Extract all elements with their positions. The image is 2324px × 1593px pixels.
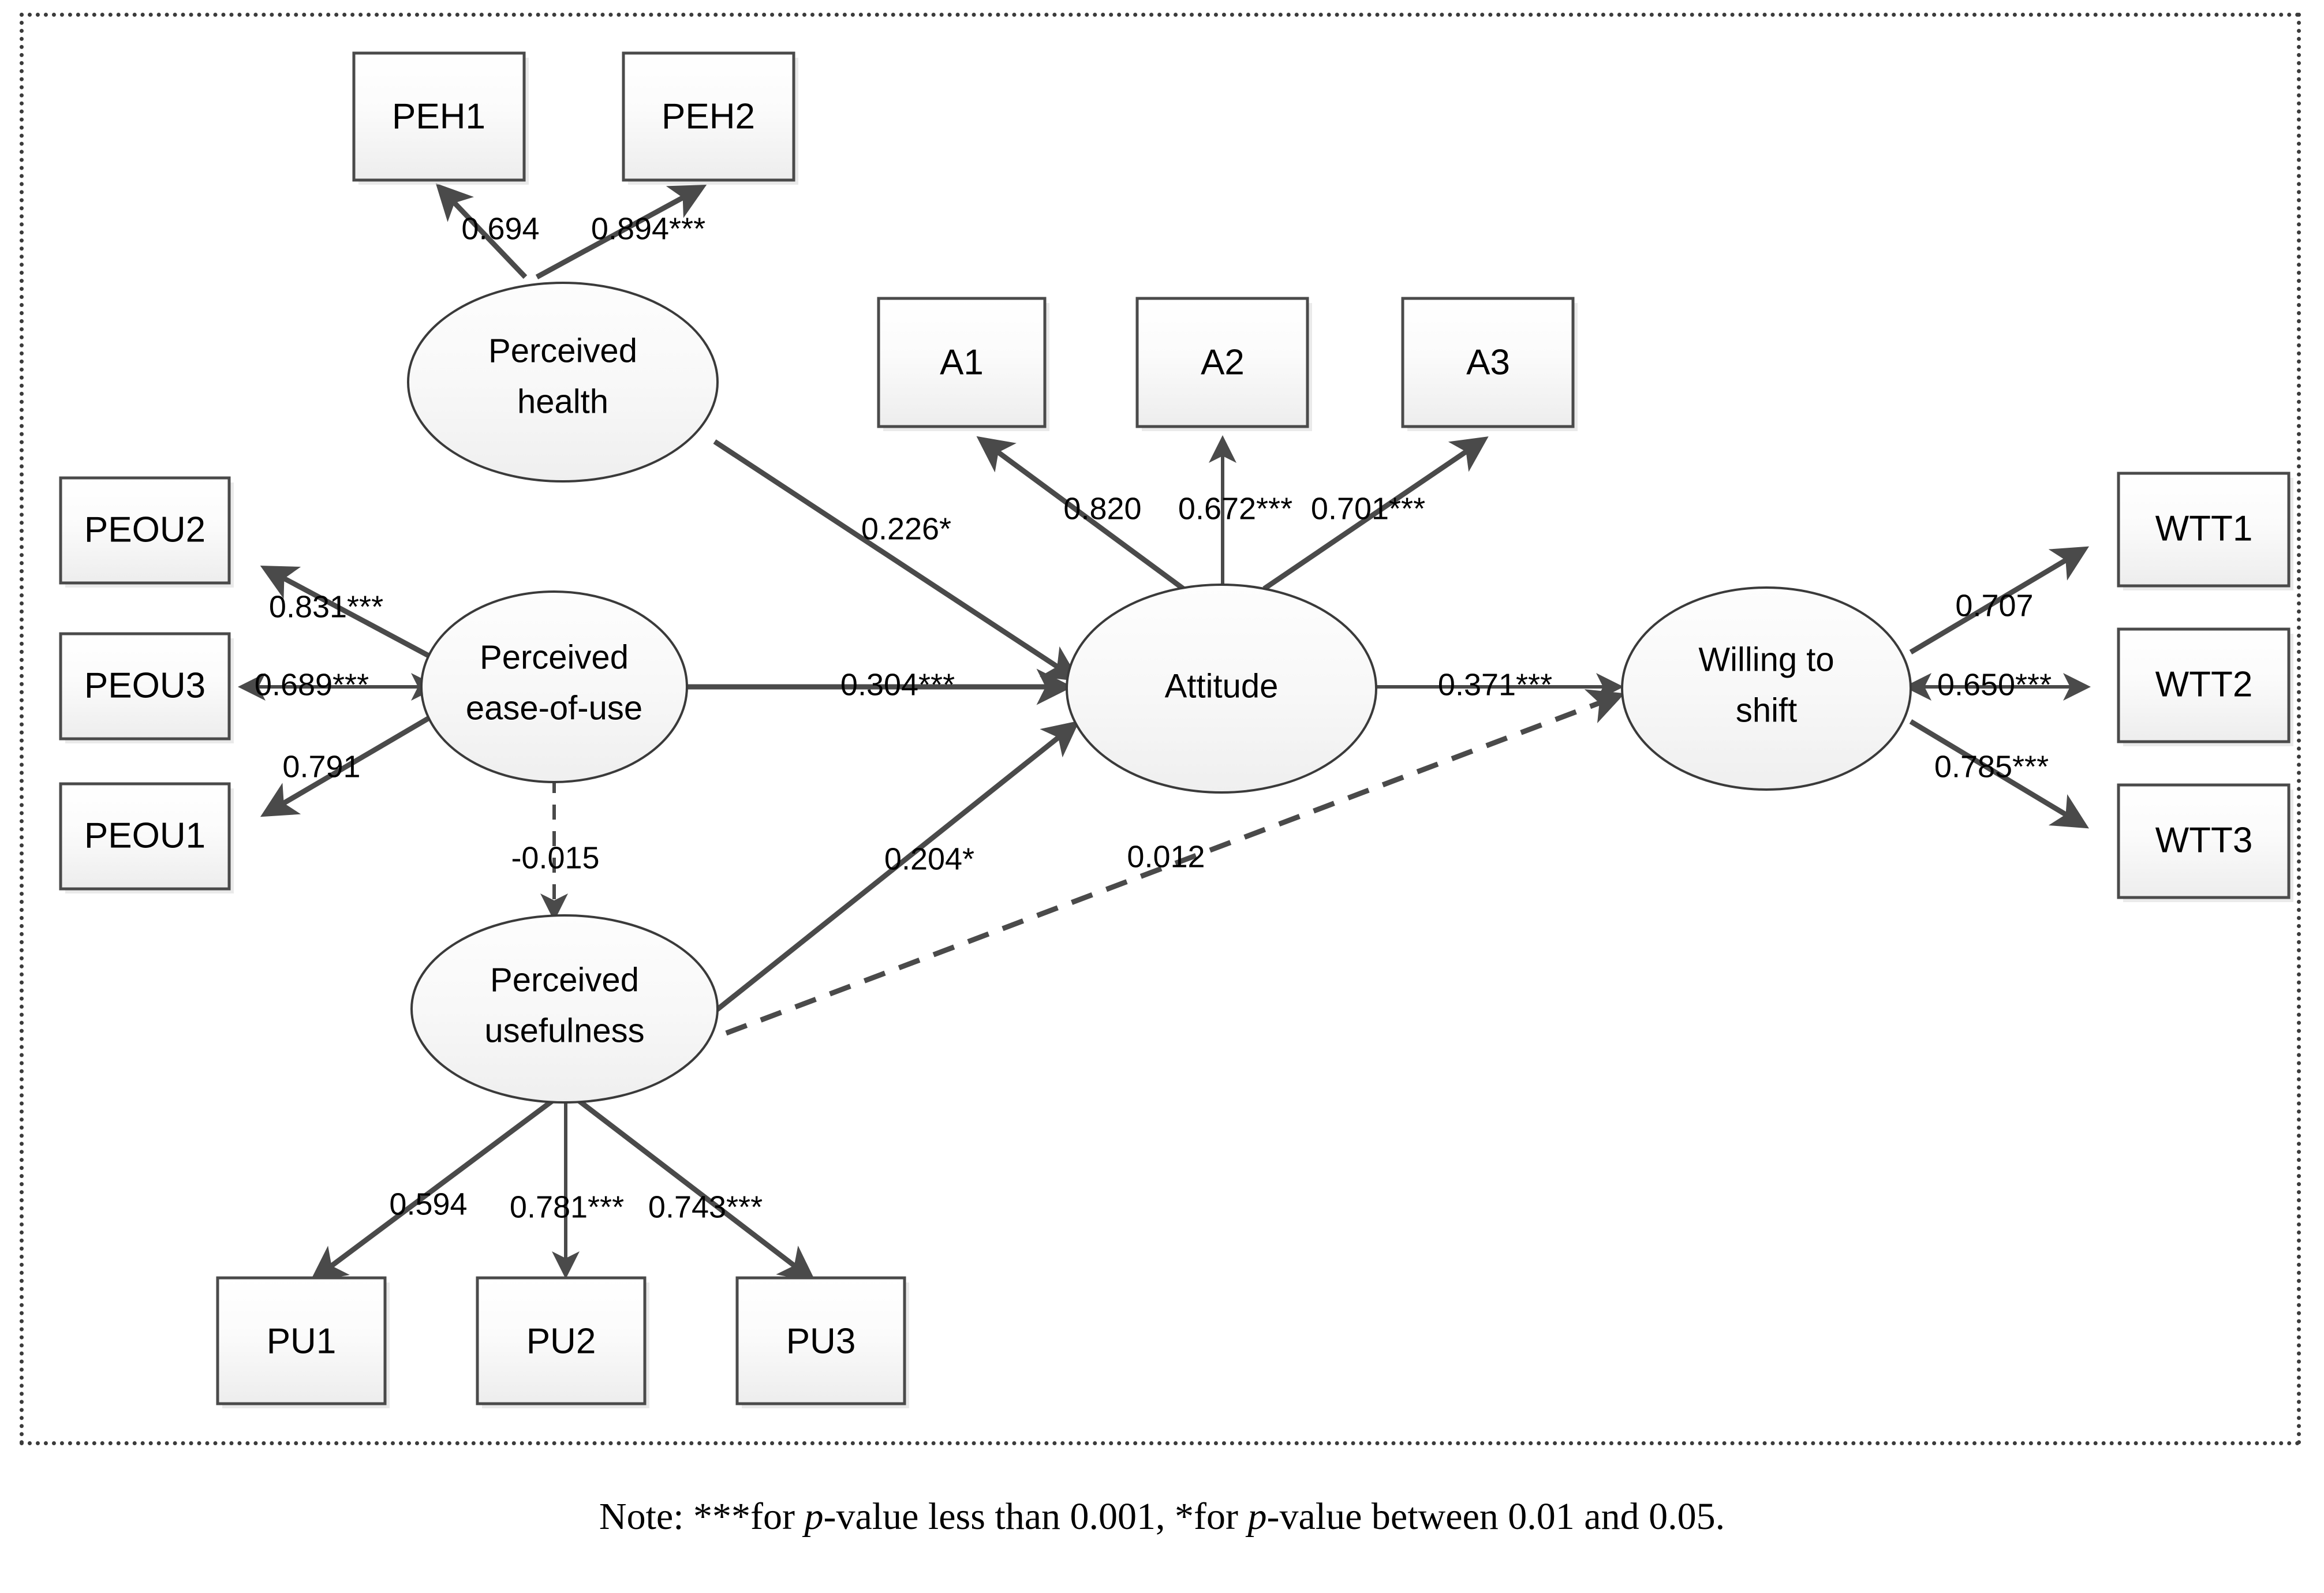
coef-label-peou-attitude: 0.304*** [840, 667, 955, 702]
coef-label-pu-pu2: 0.781*** [510, 1190, 624, 1224]
note-italic-p-2: p [1247, 1495, 1267, 1538]
edge-wtt-to-wtt3 [1909, 719, 2090, 829]
node-box-a3[interactable]: A3 [1401, 297, 1578, 431]
figure-note: Note: ***for p-value less than 0.001, *f… [0, 1495, 2324, 1539]
edge-peou-to-peou2 [260, 566, 435, 660]
node-label-a2: A2 [1201, 342, 1245, 382]
edge-peh-to-attitude [713, 439, 1080, 682]
node-label-pu3: PU3 [786, 1321, 856, 1361]
node-label-pu2: PU2 [526, 1321, 596, 1361]
node-ellipse-perceived-usefulness[interactable]: Perceived usefulness [410, 914, 719, 1104]
node-label-perceived-health-line2: health [517, 383, 608, 420]
edge-attitude-to-a3 [1262, 436, 1489, 591]
coef-label-pu-wtt: 0.012 [1127, 839, 1205, 874]
node-label-pu-line2: usefulness [484, 1012, 644, 1049]
node-box-wtt2[interactable]: WTT2 [2117, 627, 2293, 746]
diagram-dotted-border [20, 13, 2301, 1445]
node-label-pu1: PU1 [267, 1321, 337, 1361]
coef-label-wtt-wtt2: 0.650*** [1937, 667, 2052, 702]
node-box-a2[interactable]: A2 [1135, 297, 1312, 431]
node-label-pu-line1: Perceived [490, 961, 639, 999]
node-label-peou1: PEOU1 [84, 816, 206, 855]
node-label-wtt-line2: shift [1736, 691, 1797, 729]
node-label-wtt2: WTT2 [2155, 664, 2253, 704]
node-label-peou-line2: ease-of-use [466, 689, 642, 727]
edge-wtt-to-wtt1 [1909, 546, 2090, 655]
coef-label-pu-pu3: 0.743*** [648, 1190, 763, 1224]
coef-label-peou-peou1: 0.791 [282, 749, 360, 784]
node-label-wtt-line1: Willing to [1698, 641, 1834, 678]
node-label-peou2: PEOU2 [84, 510, 206, 549]
coef-label-attitude-a1: 0.820 [1063, 491, 1141, 526]
coef-label-wtt-wtt3: 0.785*** [1934, 749, 2049, 784]
coef-label-peou-pu: -0.015 [511, 840, 599, 875]
node-label-perceived-health-line1: Perceived [488, 332, 637, 369]
coef-label-peh-attitude: 0.226* [861, 511, 951, 546]
node-box-pu3[interactable]: PU3 [735, 1276, 909, 1408]
edge-pu-to-pu1 [309, 1097, 556, 1282]
node-box-peou2[interactable]: PEOU2 [59, 476, 234, 588]
node-label-attitude: Attitude [1165, 667, 1279, 705]
coef-label-peou-peou2: 0.831*** [269, 589, 383, 624]
node-box-a1[interactable]: A1 [877, 297, 1049, 431]
node-label-peou3: PEOU3 [84, 665, 206, 705]
node-box-pu1[interactable]: PU1 [216, 1276, 390, 1408]
edge-peh-to-peh1 [435, 183, 528, 279]
coef-label-attitude-a2: 0.672*** [1178, 491, 1292, 526]
node-label-peh1: PEH1 [392, 96, 485, 136]
coef-label-peh-peh2: 0.894*** [591, 211, 705, 246]
node-label-a1: A1 [940, 342, 984, 382]
edge-peh-to-peh2 [535, 184, 707, 279]
node-box-wtt1[interactable]: WTT1 [2117, 472, 2293, 590]
coef-label-peh-peh1: 0.694 [461, 211, 539, 246]
node-box-peh2[interactable]: PEH2 [622, 51, 798, 185]
node-label-peh2: PEH2 [662, 96, 755, 136]
coef-label-attitude-wtt: 0.371*** [1438, 667, 1552, 702]
edge-pu-to-wtt [725, 689, 1625, 1036]
node-label-wtt1: WTT1 [2155, 508, 2253, 548]
edge-pu-to-pu3 [576, 1097, 816, 1282]
node-ellipse-perceived-health[interactable]: Perceived health [407, 282, 719, 483]
coef-label-attitude-a3: 0.701*** [1311, 491, 1425, 526]
note-suffix: -value between 0.01 and 0.05. [1266, 1495, 1725, 1538]
node-box-peou1[interactable]: PEOU1 [59, 782, 234, 893]
node-box-peou3[interactable]: PEOU3 [59, 632, 234, 743]
note-italic-p-1: p [804, 1495, 824, 1538]
coef-label-peou-peou3: 0.689*** [255, 667, 369, 702]
node-ellipse-attitude[interactable]: Attitude [1066, 584, 1377, 794]
node-box-wtt3[interactable]: WTT3 [2117, 783, 2293, 902]
note-prefix: Note: ***for [599, 1495, 805, 1538]
node-ellipse-willing-to-shift[interactable]: Willing to shift [1621, 586, 1912, 791]
node-box-peh1[interactable]: PEH1 [352, 51, 529, 185]
edge-peou-to-peou1 [260, 713, 435, 817]
node-ellipse-perceived-ease-of-use[interactable]: Perceived ease-of-use [420, 590, 688, 783]
edge-attitude-to-a1 [976, 436, 1185, 591]
note-middle: -value less than 0.001, *for [823, 1495, 1248, 1538]
node-box-pu2[interactable]: PU2 [476, 1276, 649, 1408]
coef-label-pu-attitude: 0.204* [884, 842, 974, 876]
edge-pu-to-attitude [711, 720, 1080, 1015]
node-label-a3: A3 [1466, 342, 1510, 382]
node-label-peou-line1: Perceived [480, 638, 629, 676]
coef-label-wtt-wtt1: 0.707 [1955, 588, 2033, 623]
coef-label-pu-pu1: 0.594 [389, 1187, 467, 1221]
node-label-wtt3: WTT3 [2155, 820, 2253, 860]
